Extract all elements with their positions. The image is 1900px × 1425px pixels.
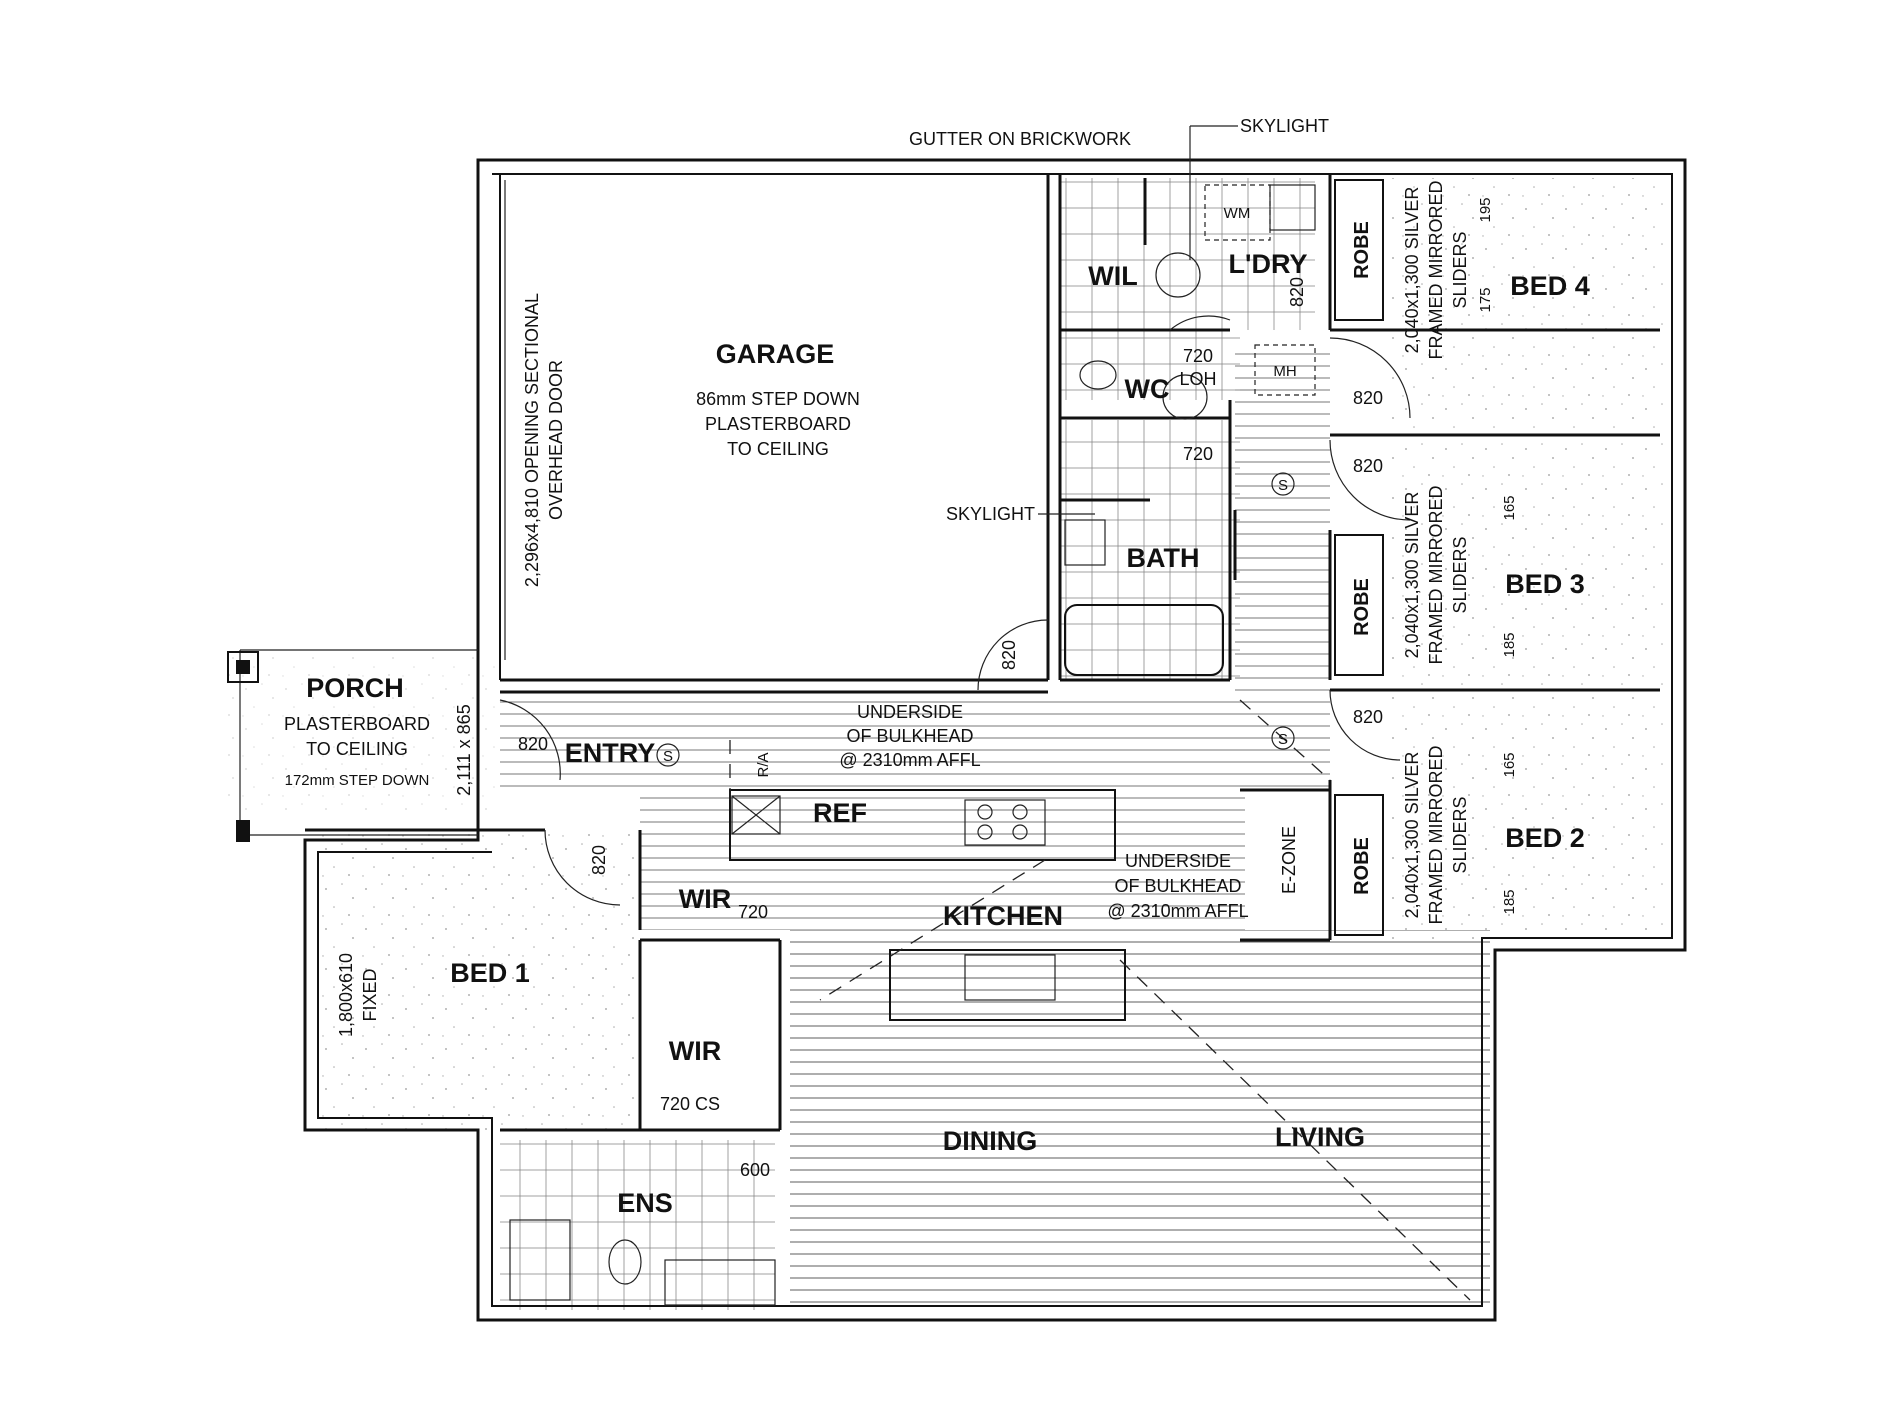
room-wir-2: WIR [669, 1036, 721, 1066]
note-bulkhead-2-line3: @ 2310mm AFFL [1107, 901, 1248, 921]
room-robe-3: ROBE [1351, 578, 1373, 636]
note-bulkhead-1-line2: OF BULKHEAD [846, 726, 973, 746]
note-mh: MH [1273, 363, 1296, 380]
room-robe-4: ROBE [1351, 221, 1373, 279]
slider-bed4-line2: FRAMED MIRRORED [1426, 181, 1446, 360]
dim-ens-600: 600 [740, 1160, 770, 1180]
dim-wir-door: 720 [738, 902, 768, 922]
slider-bed4-line3: SLIDERS [1450, 231, 1470, 308]
smoke-detector-2: S [1278, 731, 1288, 748]
slider-notes: 2,040x1,300 SILVER FRAMED MIRRORED SLIDE… [1402, 181, 1470, 925]
dim-bath-door: 720 [1183, 444, 1213, 464]
room-wil: WIL [1088, 261, 1137, 291]
plan-notes: GUTTER ON BRICKWORK SKYLIGHT SKYLIGHT 86… [284, 116, 1329, 1114]
smoke-detector-3: S [663, 748, 673, 765]
note-loh: LOH [1179, 369, 1216, 389]
room-ref: REF [813, 798, 867, 828]
note-porch-pb1: PLASTERBOARD [284, 714, 430, 734]
dim-bed3-door: 820 [1353, 456, 1383, 476]
slider-bed3-line3: SLIDERS [1450, 536, 1470, 613]
dim-bed4-175: 175 [1477, 287, 1494, 312]
note-bulkhead-1-line1: UNDERSIDE [857, 702, 963, 722]
room-bed4: BED 4 [1510, 271, 1590, 301]
note-gutter: GUTTER ON BRICKWORK [909, 129, 1131, 149]
room-entry: ENTRY [565, 738, 656, 768]
note-bed1-window-1: 1,800x610 [336, 953, 356, 1037]
room-bed2: BED 2 [1505, 823, 1585, 853]
room-bath: BATH [1127, 543, 1200, 573]
note-bulkhead-2-line2: OF BULKHEAD [1114, 876, 1241, 896]
room-bed3: BED 3 [1505, 569, 1585, 599]
note-porch-step: 172mm STEP DOWN [285, 772, 430, 789]
dim-wc-door: 720 [1183, 346, 1213, 366]
smoke-detector-1: S [1278, 477, 1288, 494]
note-bulkhead-1-line3: @ 2310mm AFFL [839, 750, 980, 770]
slider-bed4-line1: 2,040x1,300 SILVER [1402, 187, 1422, 354]
room-robe-2: ROBE [1351, 837, 1373, 895]
note-garage-door-1: 2,296x4,810 OPENING SECTIONAL [522, 293, 542, 587]
slider-bed2-line2: FRAMED MIRRORED [1426, 746, 1446, 925]
dim-entry-door: 820 [518, 734, 548, 754]
dim-bath-820: 820 [999, 640, 1019, 670]
note-garage-pb2: TO CEILING [727, 439, 829, 459]
slider-bed3-line1: 2,040x1,300 SILVER [1402, 492, 1422, 659]
room-wir-1: WIR [679, 884, 731, 914]
dim-bed2-door: 820 [1353, 707, 1383, 727]
slider-bed2-line3: SLIDERS [1450, 796, 1470, 873]
room-dining: DINING [943, 1126, 1038, 1156]
room-labels: GARAGE WIL L'DRY WC BATH BED 4 BED 3 BED… [306, 221, 1590, 1218]
note-porch-pb2: TO CEILING [306, 739, 408, 759]
dim-bed4-195: 195 [1477, 197, 1494, 222]
room-ens: ENS [617, 1188, 673, 1218]
note-garage-door-2: OVERHEAD DOOR [546, 360, 566, 520]
dimensions: 820 720 820 820 720 820 820 820 820 720 … [518, 197, 1518, 1180]
door-swings [499, 315, 1411, 906]
note-ezone: E-ZONE [1279, 826, 1299, 894]
floor-finishes [225, 178, 1665, 1310]
room-living: LIVING [1275, 1122, 1365, 1152]
smoke-detectors: S S S [656, 472, 1295, 767]
dim-bed4-door: 820 [1353, 388, 1383, 408]
bulkhead-lines [729, 699, 1471, 1301]
external-walls [227, 158, 1687, 1322]
note-garage-pb1: PLASTERBOARD [705, 414, 851, 434]
room-wc: WC [1125, 374, 1170, 404]
dim-bed1-door: 820 [589, 845, 609, 875]
slider-bed2-line1: 2,040x1,300 SILVER [1402, 752, 1422, 919]
room-kitchen: KITCHEN [943, 901, 1063, 931]
dim-bed3-165: 165 [1501, 495, 1518, 520]
note-cs: 720 CS [660, 1094, 720, 1114]
room-garage: GARAGE [716, 339, 835, 369]
room-bed1: BED 1 [450, 958, 530, 988]
slider-bed3-line2: FRAMED MIRRORED [1426, 486, 1446, 665]
note-skylight-top: SKYLIGHT [1240, 116, 1329, 136]
internal-walls [305, 174, 1660, 1306]
dim-bed3-185: 185 [1501, 632, 1518, 657]
note-porch-dim: 2,111 x 865 [454, 704, 474, 795]
note-bulkhead-2-line1: UNDERSIDE [1125, 851, 1231, 871]
note-garage-step: 86mm STEP DOWN [696, 389, 860, 409]
note-bed1-window-2: FIXED [360, 968, 380, 1021]
dim-bed2-165: 165 [1501, 752, 1518, 777]
note-wm: WM [1224, 205, 1251, 222]
room-laundry: L'DRY [1229, 249, 1308, 279]
note-ra: R/A [755, 752, 772, 777]
dim-laundry-door: 820 [1287, 277, 1307, 307]
room-porch: PORCH [306, 673, 404, 703]
note-skylight-mid: SKYLIGHT [946, 504, 1035, 524]
dim-bed2-185: 185 [1501, 889, 1518, 914]
